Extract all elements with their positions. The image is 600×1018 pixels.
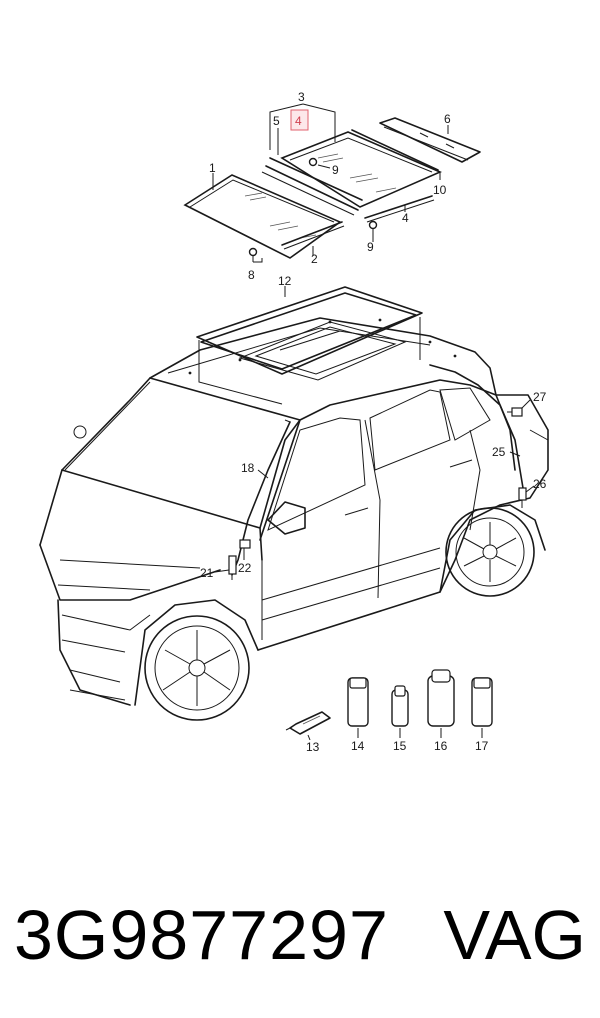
leader-lines: [212, 103, 449, 263]
callout-22[interactable]: 22: [238, 561, 252, 575]
callout-3[interactable]: 3: [298, 90, 305, 104]
brand-label: VAG: [443, 896, 586, 974]
rear-rail: [379, 117, 481, 163]
rear-seal-strip: [261, 157, 363, 216]
bottle-17-icon: [471, 677, 493, 727]
callout-26[interactable]: 26: [533, 477, 547, 491]
parts-diagram: 3 4 5 6 1 9 10 4 9 2 8 12 27 25 18 26 22…: [39, 90, 549, 754]
clip-icon: [239, 407, 523, 560]
callout-16[interactable]: 16: [434, 739, 448, 753]
side-strip: [351, 129, 439, 223]
callout-5[interactable]: 5: [273, 114, 280, 128]
bottle-15-icon: [391, 685, 409, 727]
callout-4[interactable]: 4: [295, 114, 302, 128]
front-seal-strip: [281, 221, 345, 250]
callout-4b[interactable]: 4: [402, 211, 409, 225]
callout-2[interactable]: 2: [311, 252, 318, 266]
callout-15[interactable]: 15: [393, 739, 407, 753]
callout-25[interactable]: 25: [492, 445, 506, 459]
consumable-leaders: [307, 728, 483, 741]
highlight-box: [290, 109, 309, 131]
callout-10[interactable]: 10: [433, 183, 447, 197]
callout-9a[interactable]: 9: [332, 163, 339, 177]
front-glass-panel: [183, 174, 342, 259]
tube-icon: [285, 711, 331, 735]
screw-icon: [248, 157, 378, 262]
leader-lines-lower: [214, 399, 535, 573]
bottle-14-icon: [347, 677, 369, 727]
part-number: 3G9877297: [14, 896, 389, 974]
footer: 3G9877297 VAG: [0, 880, 600, 990]
callout-21[interactable]: 21: [200, 566, 214, 580]
callout-13[interactable]: 13: [306, 740, 320, 754]
sunroof-frame: [196, 286, 423, 405]
callout-27[interactable]: 27: [533, 390, 547, 404]
callout-9b[interactable]: 9: [367, 240, 374, 254]
callout-18[interactable]: 18: [241, 461, 255, 475]
callout-8[interactable]: 8: [248, 268, 255, 282]
rear-glass-panel: [280, 131, 443, 208]
callout-14[interactable]: 14: [351, 739, 365, 753]
car-body: [39, 317, 549, 721]
callout-1[interactable]: 1: [209, 161, 216, 175]
callout-12[interactable]: 12: [278, 274, 292, 288]
callout-6[interactable]: 6: [444, 112, 451, 126]
bottle-16-icon: [427, 669, 455, 727]
drain-hose: [228, 364, 527, 580]
callout-17[interactable]: 17: [475, 739, 489, 753]
